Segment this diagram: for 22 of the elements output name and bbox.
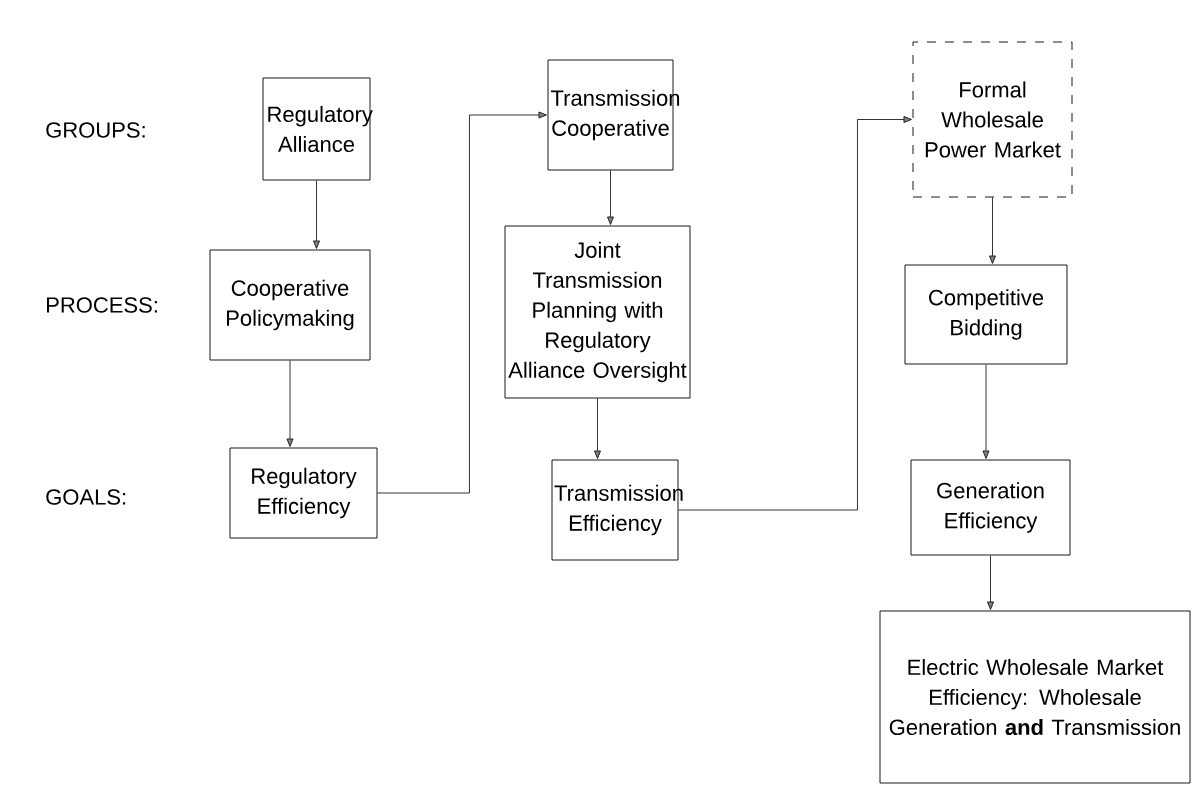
arrow	[989, 197, 996, 264]
process-box: Generation Efficiency	[910, 459, 1071, 556]
market-box: Formal Wholesale Power Market	[912, 41, 1073, 198]
process-box: Joint Transmission Planning with Regulatory Alliance Oversight	[504, 225, 691, 399]
arrow	[982, 364, 990, 459]
row-label: GOALS:	[46, 489, 126, 505]
arrow	[313, 180, 320, 249]
process-box: Regulatory Efficiency	[229, 447, 378, 539]
arrow	[987, 555, 994, 610]
row-label: PROCESS:	[47, 297, 157, 313]
arrow	[678, 116, 912, 511]
process-box: Transmission Efficiency	[551, 459, 683, 561]
process-box: Transmission Cooperative	[547, 59, 680, 171]
arrow	[377, 111, 547, 494]
process-box: Regulatory Alliance	[262, 77, 373, 181]
row-label: GROUPS:	[46, 122, 145, 138]
process-box: Electric Wholesale Market Efficiency: Wholesale Generation and Transmission	[879, 610, 1191, 784]
arrow	[286, 360, 294, 447]
arrow	[594, 398, 601, 459]
process-box: Competitive Bidding	[904, 264, 1068, 365]
arrow	[607, 170, 614, 225]
process-box: Cooperative Policymaking	[209, 249, 371, 361]
